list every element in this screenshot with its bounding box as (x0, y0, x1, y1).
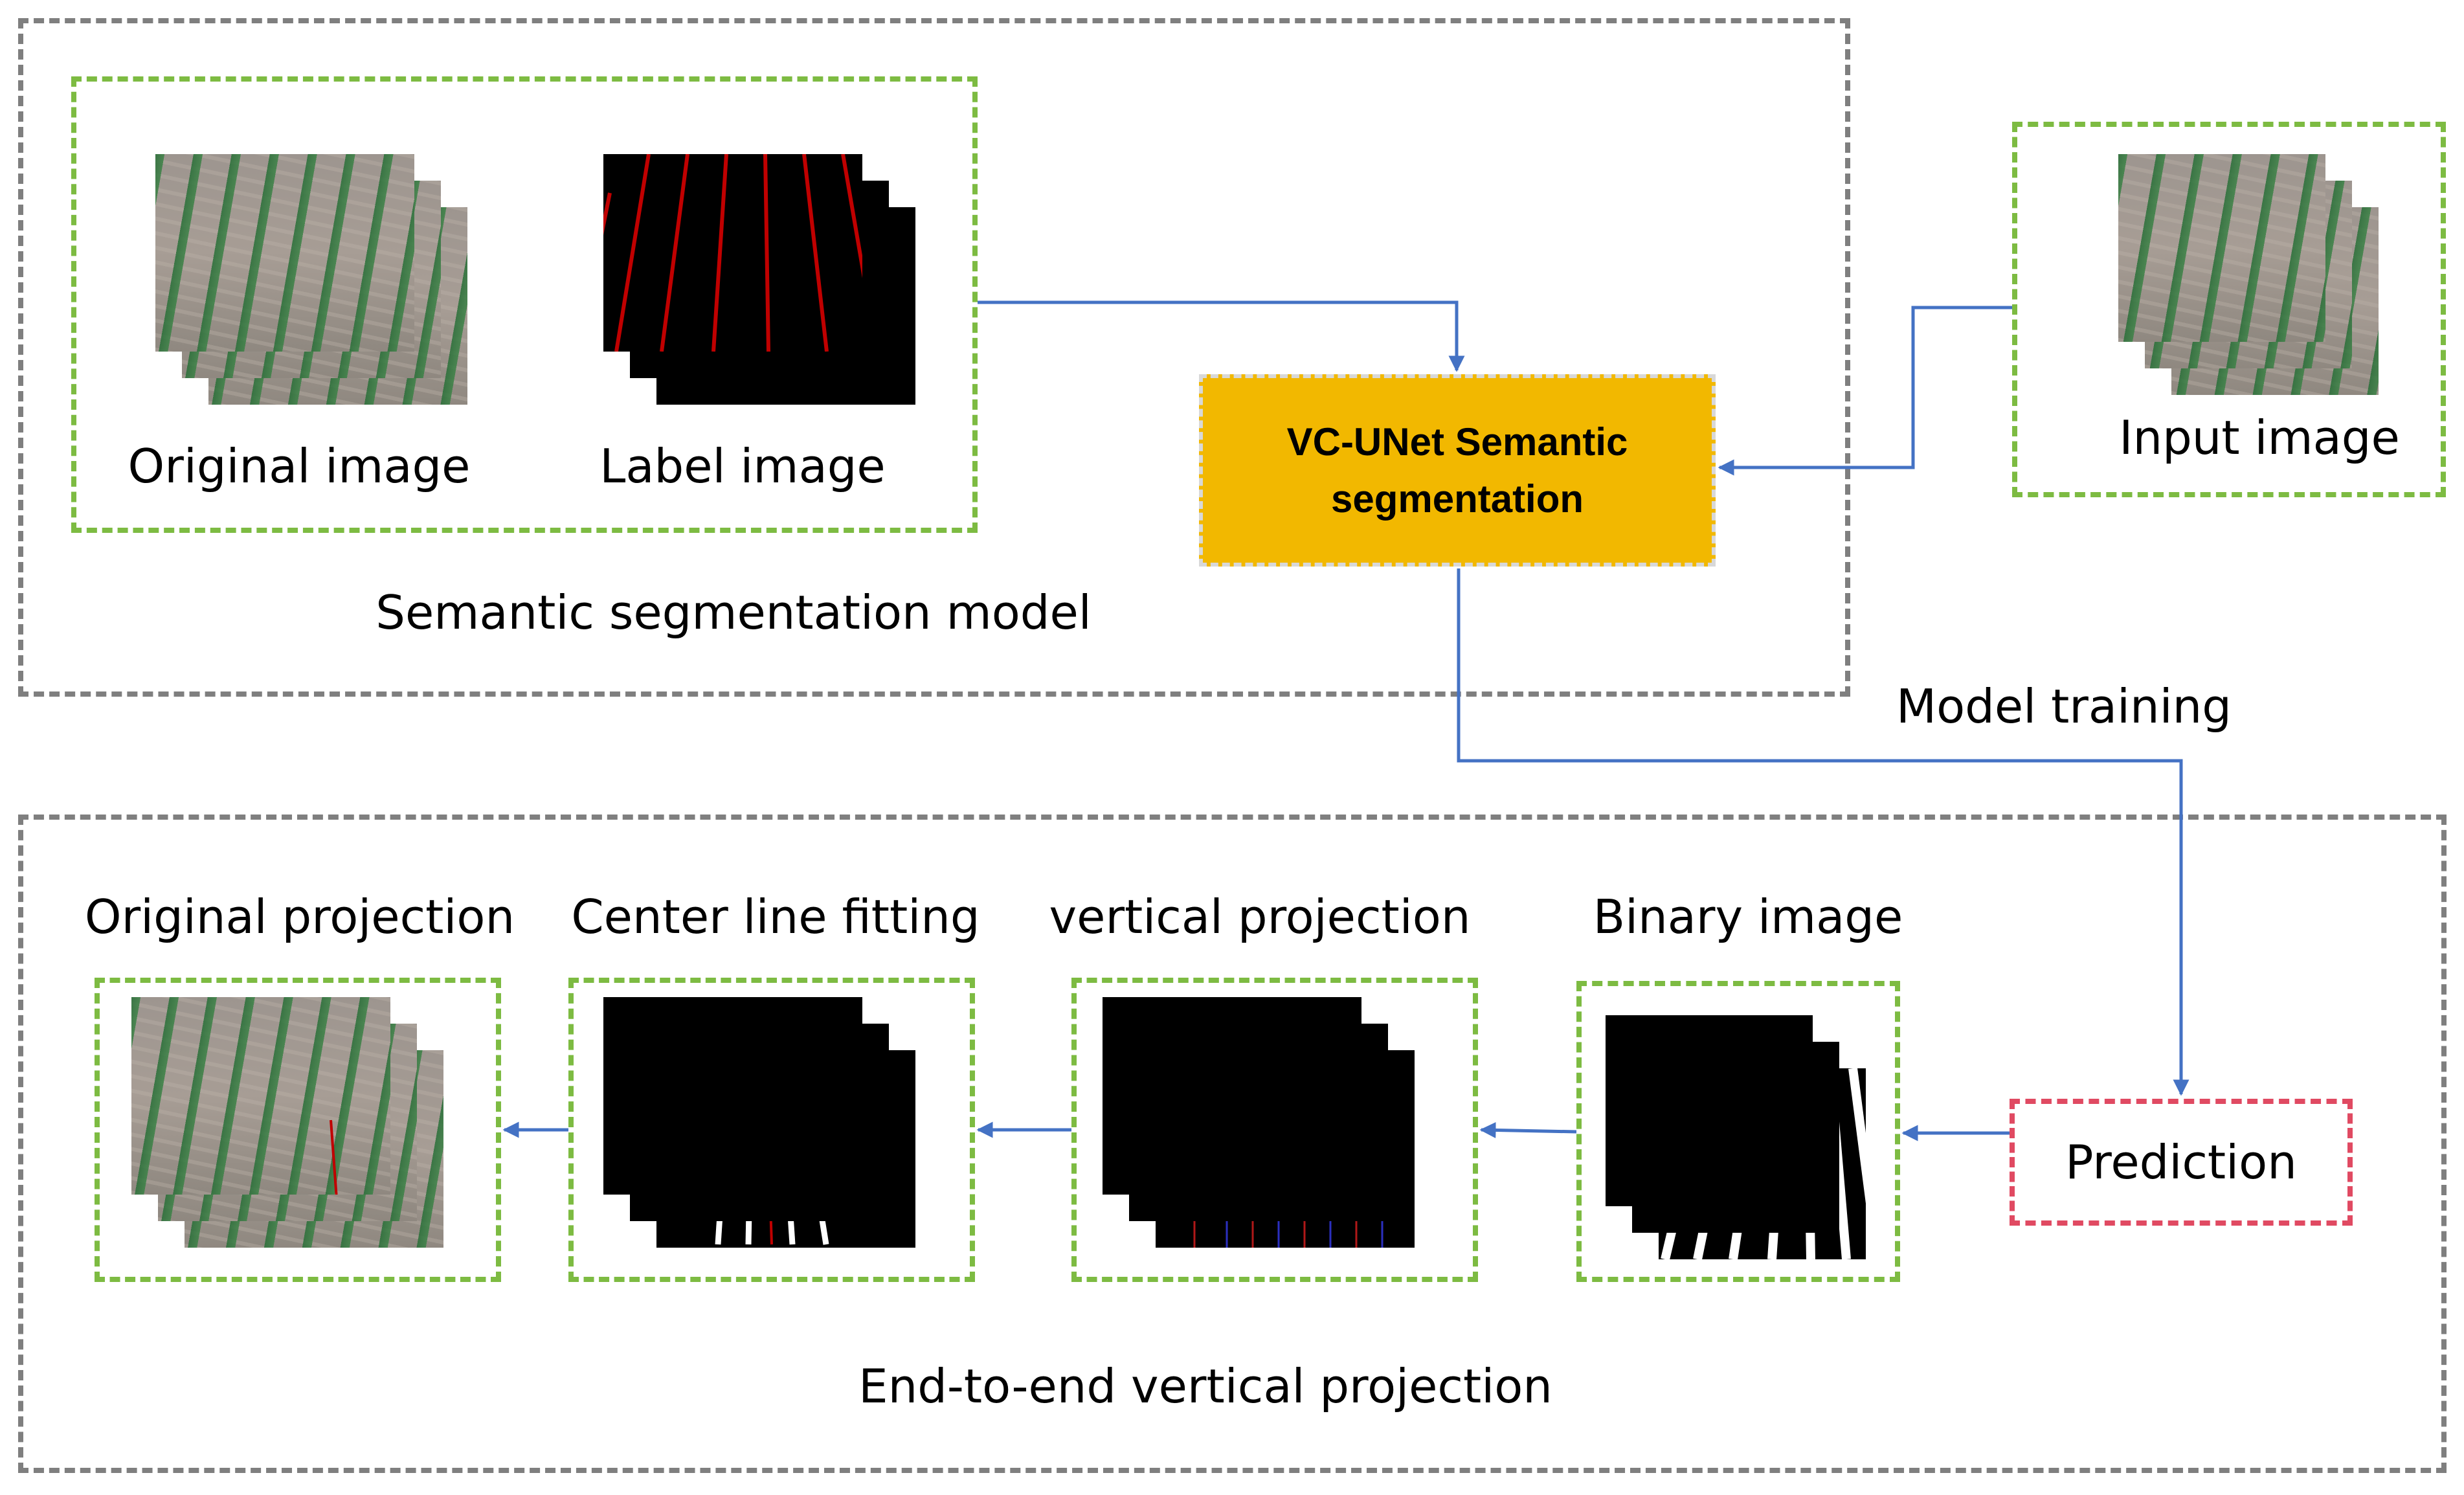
model-training-label: Model training (1896, 679, 2232, 734)
step-vertical-projection-label: vertical projection (1049, 890, 1471, 944)
vertical-projection-group (1071, 978, 1478, 1282)
end-to-end-projection-frame (18, 815, 2447, 1473)
original-projection-sheet (131, 997, 390, 1195)
label-image-sheet (603, 154, 862, 352)
step-center-line-fitting-label: Center line fitting (571, 890, 980, 944)
label-line (603, 192, 612, 236)
prediction-label: Prediction (2065, 1135, 2297, 1189)
projected-center-line (330, 1119, 338, 1195)
input-image-label: Input image (2119, 410, 2400, 465)
center-line-sheet (603, 997, 862, 1195)
arrow-training-to-model (978, 300, 1465, 372)
arrow-input-to-model (1718, 306, 2012, 476)
label-line (614, 154, 651, 352)
prediction-label-wrap: Prediction (2010, 1099, 2353, 1226)
vc-unet-segmentation-box: VC-UNet Semantic segmentation (1199, 374, 1716, 567)
label-line (802, 154, 829, 352)
binary-line (1848, 1068, 1866, 1204)
end-to-end-projection-caption: End-to-end vertical projection (858, 1359, 1552, 1413)
label-image-label: Label image (599, 439, 886, 493)
original-projection-group (95, 978, 501, 1282)
step-binary-image-label: Binary image (1593, 890, 1903, 944)
original-image-label: Original image (128, 439, 471, 493)
label-line (660, 154, 689, 352)
step-original-projection-label: Original projection (84, 890, 515, 944)
prediction-box (2010, 1099, 2353, 1226)
input-image-group (2012, 122, 2446, 497)
original-projection-svg (330, 1119, 338, 1195)
vc-unet-title-line1: VC-UNet Semantic (1286, 420, 1628, 464)
label-line (711, 154, 728, 352)
label-lines-svg (603, 154, 862, 352)
arrow-binary-to-vertical (1479, 1121, 1577, 1138)
label-line (763, 154, 770, 352)
arrow-model-to-prediction (1457, 568, 2190, 1096)
semantic-segmentation-model-caption: Semantic segmentation model (375, 585, 1092, 640)
original-image-sheet (155, 154, 414, 352)
binary-image-group (1576, 981, 1900, 1282)
semantic-segmentation-model-frame (18, 18, 1850, 697)
input-image-sheet (2118, 154, 2325, 342)
vc-unet-title-line2: segmentation (1330, 477, 1584, 521)
center-line-fitting-group (568, 978, 975, 1282)
binary-image-sheet (1606, 1015, 1813, 1206)
training-data-group (71, 76, 978, 533)
vertical-projection-sheet (1103, 997, 1361, 1195)
label-line (841, 154, 862, 278)
